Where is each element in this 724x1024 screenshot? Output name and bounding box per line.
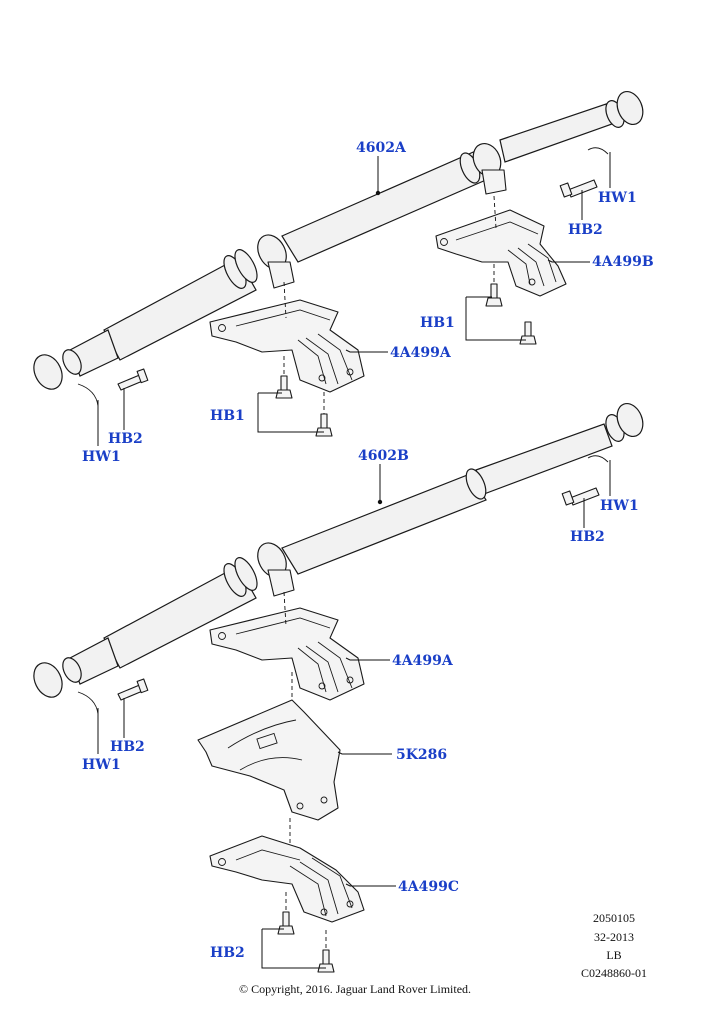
callout-hw1-front-lower: HW1 <box>82 757 121 773</box>
callout-hw1-rear-lower: HW1 <box>600 498 639 514</box>
leader-lines <box>97 152 611 969</box>
meta-line-2: 32-2013 <box>594 930 634 944</box>
meta-line-3: LB <box>606 948 621 962</box>
callout-bracket-4a499a-lower: 4A499A <box>392 653 454 669</box>
callout-hb2-front-lower: HB2 <box>110 739 145 755</box>
bracket-4a499a-upper <box>209 281 365 393</box>
hardware-lower <box>77 455 609 715</box>
callout-hb2-bottom: HB2 <box>210 945 245 961</box>
callout-hw1-front-upper: HW1 <box>82 449 121 465</box>
callout-hb1-upper-right: HB1 <box>420 315 455 331</box>
callout-bracket-4a499c: 4A499C <box>398 879 459 895</box>
callout-hb2-rear-upper: HB2 <box>568 222 603 238</box>
callout-bracket-4a499b: 4A499B <box>592 254 654 270</box>
bracket-4a499c <box>209 835 365 923</box>
callout-heat-shield-5k286: 5K286 <box>396 747 447 763</box>
bracket-4a499b <box>435 195 567 297</box>
hardware-upper <box>77 147 609 407</box>
copyright-text: © Copyright, 2016. Jaguar Land Rover Lim… <box>239 982 471 996</box>
meta-line-4: C0248860-01 <box>581 966 647 980</box>
callout-hb1-upper-left: HB1 <box>210 408 245 424</box>
callout-shaft-4602a: 4602A <box>356 140 407 156</box>
propeller-shaft-4602a <box>33 91 644 390</box>
callout-shaft-4602b: 4602B <box>358 448 409 464</box>
propeller-shaft-4602b <box>33 403 644 698</box>
callout-hw1-rear-upper: HW1 <box>598 190 637 206</box>
bracket-4a499a-lower <box>209 591 365 704</box>
callout-hb2-rear-lower: HB2 <box>570 529 605 545</box>
callout-bracket-4a499a-upper: 4A499A <box>390 345 452 361</box>
heat-shield-5k286 <box>197 699 341 848</box>
callout-hb2-front-upper: HB2 <box>108 431 143 447</box>
meta-line-1: 2050105 <box>593 911 635 925</box>
